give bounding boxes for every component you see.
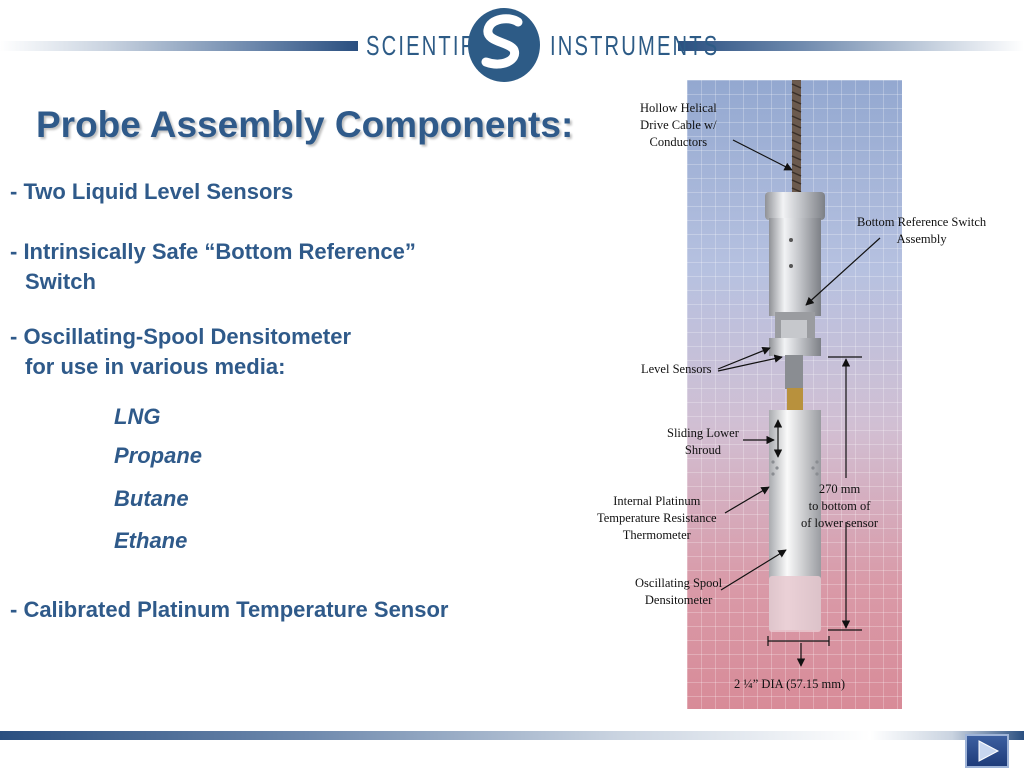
play-triangle-icon — [978, 740, 1000, 762]
bullet-densitometer: - Oscillating-Spool Densitometer for use… — [10, 322, 351, 382]
bullet-text: - Oscillating-Spool Densitometer — [10, 324, 352, 349]
bullet-text: - Calibrated Platinum Temperature Sensor — [10, 597, 449, 622]
bullet-text-continued: Switch — [25, 269, 96, 294]
company-logo — [468, 8, 540, 82]
media-item-propane: Propane — [114, 443, 203, 468]
label-level-sensors: Level Sensors — [641, 362, 712, 376]
media-item-lng: LNG — [114, 404, 161, 429]
logo-text-instruments: INSTRUMENTS — [550, 30, 720, 61]
header-rule-left — [0, 41, 358, 51]
bullet-temperature-sensor: - Calibrated Platinum Temperature Sensor — [10, 595, 448, 625]
probe-photo — [687, 80, 902, 709]
header-rule-right — [678, 41, 1024, 51]
bullet-text: - Intrinsically Safe “Bottom Reference” — [10, 239, 416, 264]
label-bottom-reference-switch: Bottom Reference Switch Assembly — [857, 215, 987, 246]
label-densitometer: Oscillating Spool Densitometer — [635, 576, 723, 607]
next-slide-button[interactable] — [965, 734, 1009, 768]
label-length-dimension: 270 mm to bottom of of lower sensor — [801, 482, 879, 530]
bullet-text: - Two Liquid Level Sensors — [10, 179, 294, 204]
bullet-level-sensors: - Two Liquid Level Sensors — [10, 177, 293, 207]
bullet-text-continued: for use in various media: — [25, 354, 286, 379]
probe-illustration — [765, 80, 825, 632]
slide-title: Probe Assembly Components: — [36, 104, 574, 145]
footer-rule — [0, 731, 1024, 740]
bullet-bottom-reference-switch: - Intrinsically Safe “Bottom Reference” … — [10, 237, 416, 297]
label-thermometer: Internal Platinum Temperature Resistance… — [597, 494, 717, 542]
media-item-ethane: Ethane — [114, 528, 188, 553]
label-drive-cable: Hollow Helical Drive Cable w/ Conductors — [640, 101, 717, 149]
label-lower-shroud: Sliding Lower Shroud — [667, 426, 739, 457]
label-diameter: 2 ¼” DIA (57.15 mm) — [734, 677, 846, 691]
media-item-butane: Butane — [114, 486, 189, 511]
